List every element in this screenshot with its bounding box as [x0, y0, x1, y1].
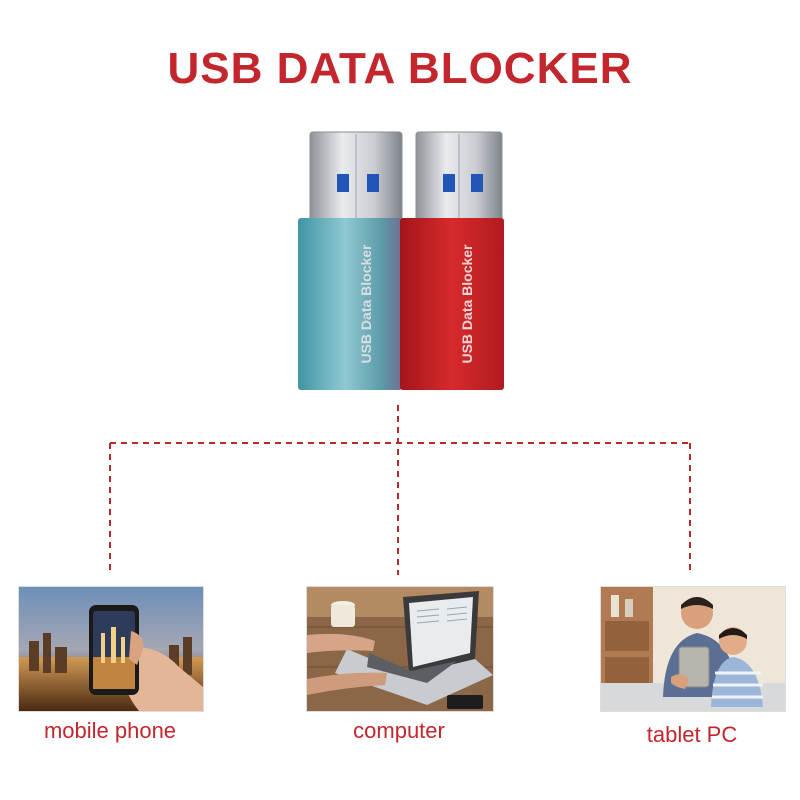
computer-label: computer	[353, 718, 445, 743]
blue-blocker: USB Data Blocker	[298, 131, 403, 390]
tablet-pc-photo	[600, 586, 786, 712]
blue-blocker-text: USB Data Blocker	[358, 244, 374, 364]
usb-blockers-illustration: USB Data Blocker USB Data Blocker	[298, 131, 504, 390]
computer-photo	[306, 586, 494, 712]
red-blocker: USB Data Blocker	[400, 131, 504, 390]
tablet-pc-label: tablet PC	[646, 722, 738, 747]
page-title: USB DATA BLOCKER	[167, 44, 633, 93]
mobile-phone-photo	[18, 586, 204, 712]
red-blocker-text: USB Data Blocker	[459, 244, 475, 364]
mobile-phone-label: mobile phone	[43, 718, 177, 743]
